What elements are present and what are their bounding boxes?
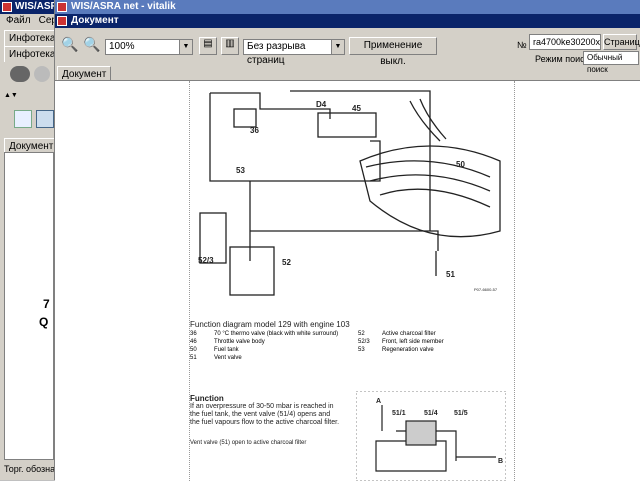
diagram-label-51: 51	[446, 270, 455, 279]
app-title: WIS/ASRA net - vitalik	[71, 1, 176, 12]
legend-right: 52 Active charcoal filter 52/3 Front, left …	[358, 331, 508, 355]
diagram-label-36: 36	[250, 126, 259, 135]
diagram-label-52-3: 52/3	[198, 256, 214, 265]
legend-row: 36 70 °C thermo valve (black with white s…	[190, 331, 350, 338]
disabled-icon	[34, 66, 50, 82]
search-mode-label: Режим поиска	[535, 54, 594, 64]
app-window: WIS/ASRA net - vitalik Документ 🔍 🔍 100%…	[54, 0, 640, 481]
legend-text: 70 °C thermo valve (black with white sur…	[214, 331, 339, 337]
page-mode-select[interactable]: Без разрыва страниц ▼	[243, 39, 345, 66]
valve-label-51-1: 51/1	[392, 410, 406, 417]
vent-valve-diagram: A 51/1 51/4 51/5 B	[356, 391, 506, 481]
menu-file[interactable]: Файл	[6, 15, 31, 26]
legend-number: 52	[358, 331, 365, 337]
function-heading: Function	[190, 394, 224, 403]
menu-service[interactable]: Серв	[38, 15, 63, 26]
valve-label-b: B	[498, 458, 503, 465]
back-toolbar-icon-1[interactable]	[14, 110, 32, 128]
back-menubar: Файл Серв	[0, 14, 640, 28]
document-titlebar[interactable]: Документ	[55, 14, 640, 28]
chevron-down-icon[interactable]: ▼	[331, 40, 344, 54]
page-fragment-2: Q	[39, 315, 49, 329]
number-label: №	[517, 40, 527, 50]
document-icon	[57, 16, 67, 26]
legend-number: 52/3	[358, 339, 370, 345]
legend-row: 50 Fuel tank	[190, 347, 350, 354]
document-tab[interactable]: Документ	[57, 66, 112, 82]
chevron-down-icon[interactable]: ▼	[179, 40, 192, 54]
legend-row: 53 Regeneration valve	[358, 347, 508, 354]
apply-toggle-button[interactable]: Применение выкл.	[349, 37, 437, 67]
diagram-label-d4: D4	[316, 100, 327, 109]
zoom-in-icon[interactable]: 🔍	[83, 36, 101, 52]
legend-number: 50	[190, 347, 197, 353]
back-toolbar-icon-2[interactable]	[36, 110, 54, 128]
search-mode-field[interactable]: Обычный поиск	[583, 51, 639, 74]
legend-number: 46	[190, 339, 197, 345]
document-number-field[interactable]: ra4700ke30200x	[529, 34, 601, 50]
app-icon	[2, 2, 12, 12]
page-view-button[interactable]: ▤	[199, 37, 217, 55]
page-fragment-1: 7	[43, 297, 50, 311]
app-titlebar[interactable]: WIS/ASRA net - vitalik	[55, 0, 640, 14]
continuous-view-button[interactable]: ▥	[221, 37, 239, 55]
search-mode-value: Обычный поиск	[587, 53, 623, 74]
valve-label-a: A	[376, 398, 381, 405]
legend-text: Fuel tank	[214, 347, 239, 353]
car-icon[interactable]	[10, 66, 30, 82]
valve-label-51-4: 51/4	[424, 410, 438, 417]
document-title: Документ	[71, 15, 119, 26]
vent-caption: Vent valve (51) open to active charcoal …	[190, 440, 307, 446]
legend-left: 36 70 °C thermo valve (black with white s…	[190, 331, 350, 363]
valve-label-51-5: 51/5	[454, 410, 468, 417]
legend-text: Active charcoal filter	[382, 331, 436, 337]
toolbar: 🔍 🔍 100% ▼ ▤ ▥ Без разрыва страниц ▼ При…	[55, 30, 640, 74]
legend-text: Front, left side member	[382, 339, 444, 345]
diagram-label-52: 52	[282, 258, 291, 267]
function-diagram: 36 D4 45 53 50 52 52/3 51 P07-6600-57	[198, 90, 501, 296]
diagram-ref: P07-6600-57	[474, 287, 498, 292]
back-window-title: WIS/ASRA	[15, 1, 65, 12]
function-text: If an overpressure of 30-50 mbar is reac…	[190, 403, 340, 426]
diagram-label-50: 50	[456, 160, 465, 169]
zoom-select[interactable]: 100% ▼	[105, 39, 193, 55]
diagram-label-45: 45	[352, 104, 361, 113]
document-view[interactable]: 36 D4 45 53 50 52 52/3 51 P07-6600-57 Fu…	[55, 80, 640, 481]
legend-number: 53	[358, 347, 365, 353]
legend-text: Regeneration valve	[382, 347, 434, 353]
legend-row: 51 Vent valve	[190, 355, 350, 362]
legend-row: 52 Active charcoal filter	[358, 331, 508, 338]
splitter-arrows[interactable]: ▲▼	[4, 92, 18, 99]
back-status-bar: Торг. обознач	[4, 464, 60, 474]
diagram-label-53: 53	[236, 166, 245, 175]
legend-number: 36	[190, 331, 197, 337]
legend-text: Vent valve	[214, 355, 242, 361]
back-doc-pane: 7 Q	[4, 152, 54, 460]
zoom-value: 100%	[109, 41, 135, 52]
legend-row: 46 Throttle valve body	[190, 339, 350, 346]
document-page: 36 D4 45 53 50 52 52/3 51 P07-6600-57 Fu…	[189, 81, 515, 481]
document-number-value: ra4700ke30200x	[533, 37, 601, 47]
page-mode-value: Без разрыва страниц	[247, 41, 306, 66]
zoom-out-icon[interactable]: 🔍	[61, 36, 79, 52]
app-icon	[57, 2, 67, 12]
legend-text: Throttle valve body	[214, 339, 265, 345]
figure-caption: Function diagram model 129 with engine 1…	[190, 320, 350, 329]
legend-number: 51	[190, 355, 197, 361]
page-button[interactable]: Страница	[603, 34, 640, 50]
legend-row: 52/3 Front, left side member	[358, 339, 508, 346]
